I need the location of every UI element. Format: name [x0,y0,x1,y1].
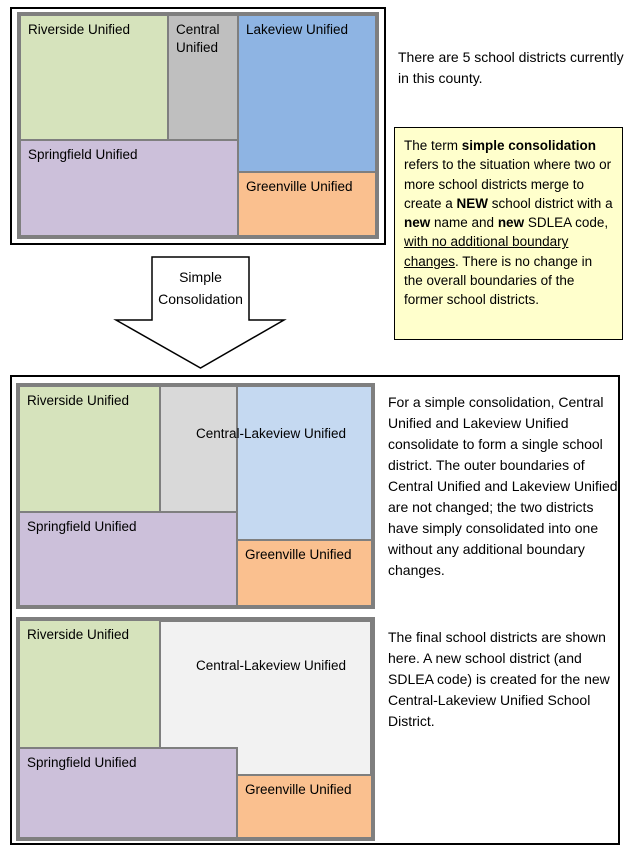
arrow-label-line1: Simple [179,269,222,286]
intro-caption: There are 5 school districts currently i… [398,49,624,86]
region-riverside-3: Riverside Unified [19,620,160,748]
region-label-springfield-3: Springfield Unified [27,755,137,770]
map-consolidation-inner: Riverside Unified Central-Lakeview Unifi… [19,386,372,606]
region-riverside-2: Riverside Unified [19,386,160,512]
region-riverside: Riverside Unified [20,15,168,140]
region-label-springfield: Springfield Unified [28,147,138,162]
region-label-lakeview: Lakeview Unified [246,22,349,37]
arrow-shape [113,256,287,369]
final-caption: The final school districts are shown her… [388,629,610,729]
region-springfield-3: Springfield Unified [19,748,237,838]
consolidation-caption: For a simple consolidation, Central Unif… [388,394,618,578]
map-final-inner: Riverside Unified Central-Lakeview Unifi… [19,620,372,838]
region-label-springfield-2: Springfield Unified [27,519,137,534]
consolidation-arrow [113,256,287,369]
region-greenville-2: Greenville Unified [237,540,372,606]
region-greenville-3: Greenville Unified [237,775,372,838]
region-label-greenville-3: Greenville Unified [245,782,352,797]
region-label-greenville-2: Greenville Unified [245,547,352,562]
region-springfield-2: Springfield Unified [19,512,237,606]
definition-note: The term simple consolidation refers to … [394,127,623,340]
map-final: Riverside Unified Central-Lakeview Unifi… [16,617,375,841]
consolidation-arrow-label: Simple Consolidation [152,260,249,318]
region-label-central-lakeview-2: Central-Lakeview Unified [195,426,347,441]
region-label-riverside-2: Riverside Unified [27,393,130,408]
region-central: Central Unified [168,15,238,140]
region-greenville: Greenville Unified [238,172,376,236]
region-label-central-lakeview-3: Central-Lakeview Unified [195,658,347,673]
region-label-greenville: Greenville Unified [246,179,353,194]
arrow-label-line2: Consolidation [158,291,243,307]
region-lakeview: Lakeview Unified [238,15,376,172]
region-springfield: Springfield Unified [20,140,238,236]
region-label-central: Central Unified [176,22,220,55]
map-consolidation: Riverside Unified Central-Lakeview Unifi… [16,383,375,609]
region-central-consolidated [160,386,237,512]
region-label-riverside: Riverside Unified [28,22,131,37]
map-before-inner: Riverside Unified Central Unified Lakevi… [20,15,376,236]
map-before-consolidation: Riverside Unified Central Unified Lakevi… [17,12,379,239]
region-label-riverside-3: Riverside Unified [27,627,130,642]
region-lakeview-consolidated [237,386,372,540]
